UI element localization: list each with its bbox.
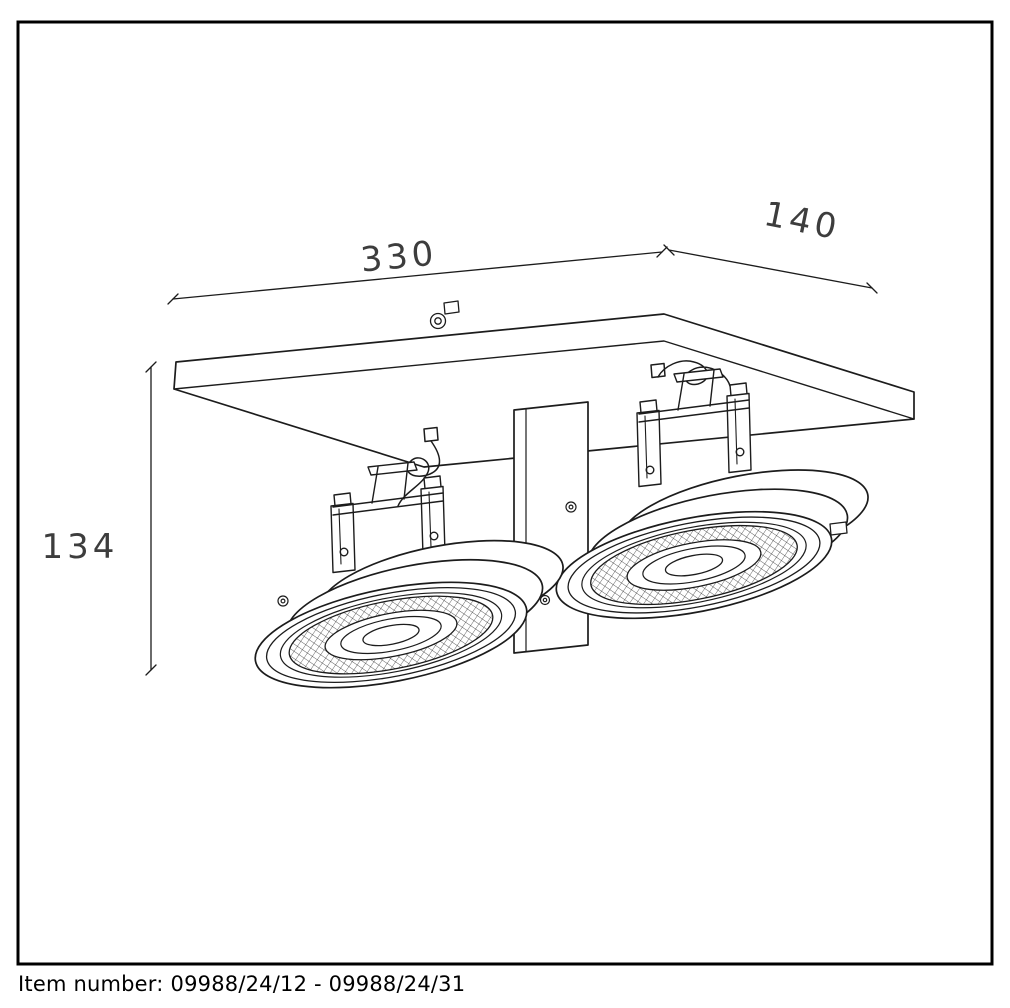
right-spotlight: [555, 360, 869, 620]
right-lamp-center: [664, 553, 724, 577]
width-dimension-label: 330: [359, 233, 439, 280]
height-dimension: [145, 361, 157, 676]
depth-dimension-line: [668, 249, 873, 289]
right-side-knob: [829, 521, 848, 536]
height-dimension-label: 134: [42, 527, 119, 567]
right-cable-plug: [650, 362, 666, 379]
left-spotlight: [254, 426, 564, 689]
right-spotlight-head: [555, 469, 869, 620]
left-spotlight-head: [254, 539, 564, 689]
left-cable-plug: [423, 426, 439, 443]
item-number-value: 09988/24/12 - 09988/24/31: [170, 972, 466, 996]
left-spotlight-cable: [397, 426, 441, 507]
left-lamp-center: [362, 623, 420, 647]
left-pivot-screw: [277, 595, 289, 607]
column-screws: [539, 501, 577, 606]
width-dimension-line: [172, 251, 663, 300]
item-number-row: Item number:09988/24/12 - 09988/24/31: [18, 972, 992, 996]
plate-screw: [429, 300, 460, 330]
depth-dimension: [663, 244, 878, 294]
left-spotlight-yoke: [330, 461, 446, 574]
depth-dimension-label: 140: [761, 194, 844, 249]
right-spotlight-yoke: [636, 368, 752, 488]
drawing-border: [16, 20, 994, 966]
width-dimension: [167, 246, 668, 305]
item-number-label: Item number:: [18, 972, 164, 996]
